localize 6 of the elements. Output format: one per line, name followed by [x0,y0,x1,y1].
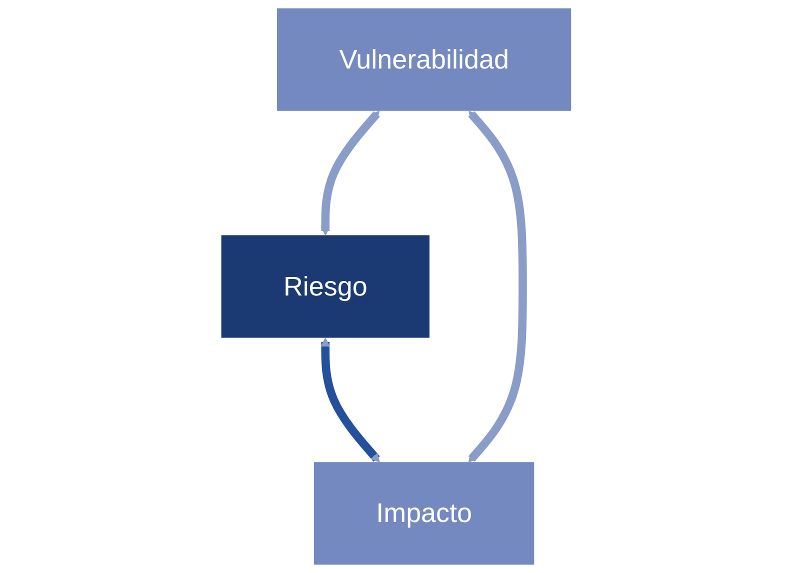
arrow [320,110,380,236]
node-box: Impacto [314,462,534,565]
arrow [468,110,527,463]
arrow [320,338,380,463]
node-box: Vulnerabilidad [276,8,571,111]
node-box: Riesgo [221,235,430,338]
